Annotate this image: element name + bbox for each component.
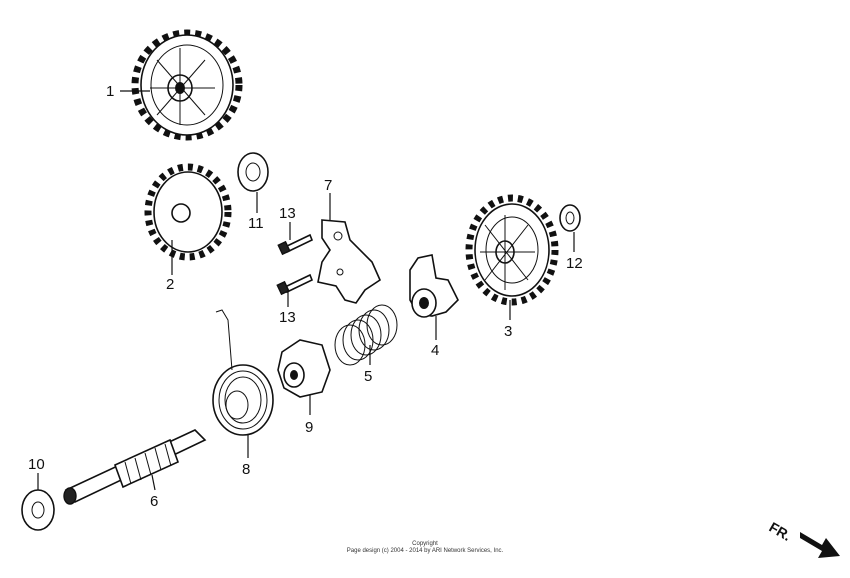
part-4-ratchet[interactable]: [409, 254, 459, 318]
callout-1: 1: [106, 83, 114, 100]
callout-2: 2: [166, 276, 174, 293]
arrow-right-icon: [800, 532, 840, 558]
callout-10: 10: [28, 456, 45, 473]
part-8-spring-coil[interactable]: [212, 309, 274, 436]
callout-3: 3: [504, 323, 512, 340]
callout-13-upper: 13: [279, 205, 296, 222]
callout-4: 4: [431, 342, 439, 359]
part-13-bolt-upper[interactable]: [277, 233, 314, 256]
part-6-shaft[interactable]: [63, 429, 207, 505]
part-3-gear[interactable]: [465, 194, 559, 306]
part-1-gear[interactable]: [131, 29, 243, 141]
copyright-line-1: Copyright: [412, 541, 438, 547]
part-13-bolt-lower[interactable]: [276, 273, 314, 296]
callout-12: 12: [566, 255, 583, 272]
part-12-washer[interactable]: [559, 204, 581, 232]
callout-9: 9: [305, 419, 313, 436]
callout-7: 7: [324, 177, 332, 194]
part-9-collar[interactable]: [277, 339, 331, 398]
callout-8: 8: [242, 461, 250, 478]
part-10-washer[interactable]: [21, 489, 55, 531]
callout-11: 11: [248, 215, 264, 232]
callout-6: 6: [150, 493, 158, 510]
part-7-plate[interactable]: [317, 219, 382, 304]
leader-6: [151, 474, 156, 491]
part-2-gear[interactable]: [144, 163, 232, 261]
part-5-spring[interactable]: [334, 304, 398, 366]
part-11-washer[interactable]: [237, 152, 269, 192]
copyright-line-2: Page design (c) 2004 - 2014 by ARI Netwo…: [346, 548, 504, 554]
callout-13-lower: 13: [279, 309, 296, 326]
copyright-notice: Copyright Page design (c) 2004 - 2014 by…: [0, 541, 850, 555]
callout-5: 5: [364, 368, 372, 385]
